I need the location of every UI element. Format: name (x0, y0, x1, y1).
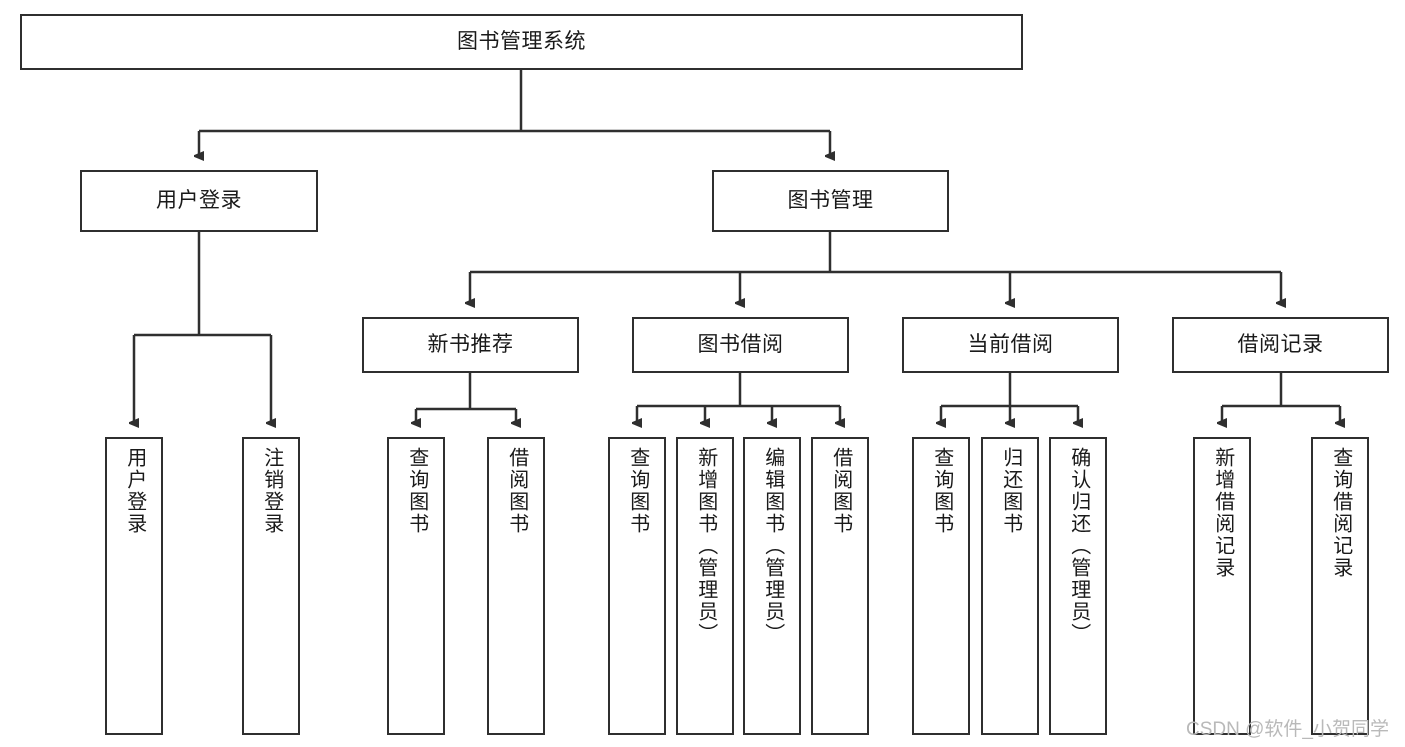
node-label: 新书推荐 (427, 332, 514, 356)
node-label: 用户登录 (123, 447, 146, 535)
node-leaf-query-book-recommend[interactable]: 查询图书 (387, 437, 445, 735)
node-leaf-confirm-return-admin[interactable]: 确认归还（管理员） (1049, 437, 1107, 735)
node-label: 借阅图书 (505, 447, 528, 535)
node-label: 用户登录 (156, 188, 242, 212)
node-label: 图书管理系统 (457, 29, 586, 53)
csdn-watermark: CSDN @软件_小贺同学 (1186, 719, 1389, 740)
node-label: 归还图书 (999, 447, 1022, 535)
node-label: 注销登录 (260, 447, 283, 535)
node-label: 当前借阅 (967, 332, 1054, 356)
node-label: 查询图书 (405, 447, 428, 535)
node-leaf-logout[interactable]: 注销登录 (242, 437, 300, 735)
node-label: 确认归还（管理员） (1067, 447, 1090, 645)
node-leaf-query-borrow-record[interactable]: 查询借阅记录 (1311, 437, 1369, 735)
node-label: 查询借阅记录 (1329, 447, 1352, 579)
node-label: 编辑图书（管理员） (761, 447, 784, 645)
node-leaf-query-book-current[interactable]: 查询图书 (912, 437, 970, 735)
node-new-book-recommend[interactable]: 新书推荐 (362, 317, 579, 373)
node-leaf-borrow-book-recommend[interactable]: 借阅图书 (487, 437, 545, 735)
node-root-book-management-system[interactable]: 图书管理系统 (20, 14, 1023, 70)
node-book-borrow[interactable]: 图书借阅 (632, 317, 849, 373)
node-label: 借阅图书 (829, 447, 852, 535)
node-book-management[interactable]: 图书管理 (712, 170, 949, 232)
node-label: 图书借阅 (697, 332, 784, 356)
node-leaf-query-book-borrow[interactable]: 查询图书 (608, 437, 666, 735)
node-leaf-borrow-book[interactable]: 借阅图书 (811, 437, 869, 735)
node-user-login[interactable]: 用户登录 (80, 170, 318, 232)
node-label: 查询图书 (930, 447, 953, 535)
node-leaf-edit-book-admin[interactable]: 编辑图书（管理员） (743, 437, 801, 735)
node-label: 新增图书（管理员） (694, 447, 717, 645)
node-label: 借阅记录 (1237, 332, 1324, 356)
node-leaf-return-book[interactable]: 归还图书 (981, 437, 1039, 735)
node-label: 新增借阅记录 (1211, 447, 1234, 579)
node-current-borrow[interactable]: 当前借阅 (902, 317, 1119, 373)
node-leaf-add-book-admin[interactable]: 新增图书（管理员） (676, 437, 734, 735)
node-label: 图书管理 (787, 188, 874, 212)
node-label: 查询图书 (626, 447, 649, 535)
node-leaf-user-login[interactable]: 用户登录 (105, 437, 163, 735)
node-leaf-add-borrow-record[interactable]: 新增借阅记录 (1193, 437, 1251, 735)
node-borrow-record[interactable]: 借阅记录 (1172, 317, 1389, 373)
